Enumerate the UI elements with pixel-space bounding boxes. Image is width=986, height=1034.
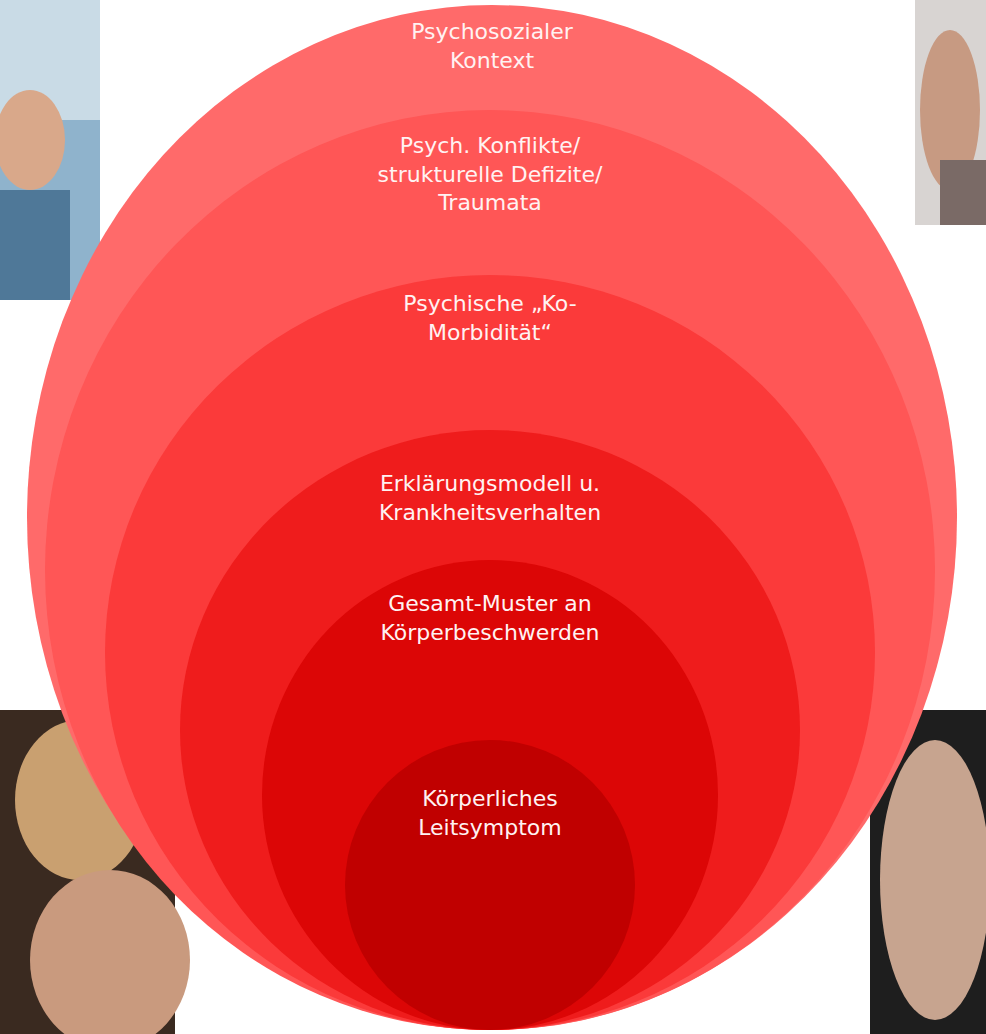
nested-circle: Körperliches Leitsymptom <box>345 740 635 1030</box>
nested-circle: Erklärungsmodell u. KrankheitsverhaltenG… <box>180 430 800 1030</box>
circle-label: Gesamt-Muster an Körperbeschwerden <box>340 590 640 647</box>
nested-circle: Psych. Konflikte/ strukturelle Defizite/… <box>45 110 935 1030</box>
photo-top-right <box>915 0 986 225</box>
circle-label: Psychische „Ko-Morbidität“ <box>375 290 605 347</box>
photo-top-left <box>0 0 100 300</box>
nested-circle: Psychosozialer KontextPsych. Konflikte/ … <box>27 5 957 1030</box>
circle-label: Körperliches Leitsymptom <box>390 785 590 842</box>
circle-label: Psych. Konflikte/ strukturelle Defizite/… <box>335 132 645 218</box>
circle-label: Psychosozialer Kontext <box>387 18 597 75</box>
circle-label: Erklärungsmodell u. Krankheitsverhalten <box>345 470 635 527</box>
nested-circle: Gesamt-Muster an KörperbeschwerdenKörper… <box>262 560 718 1030</box>
nested-circle: Psychische „Ko-Morbidität“ Erklärungsmode… <box>105 275 875 1030</box>
